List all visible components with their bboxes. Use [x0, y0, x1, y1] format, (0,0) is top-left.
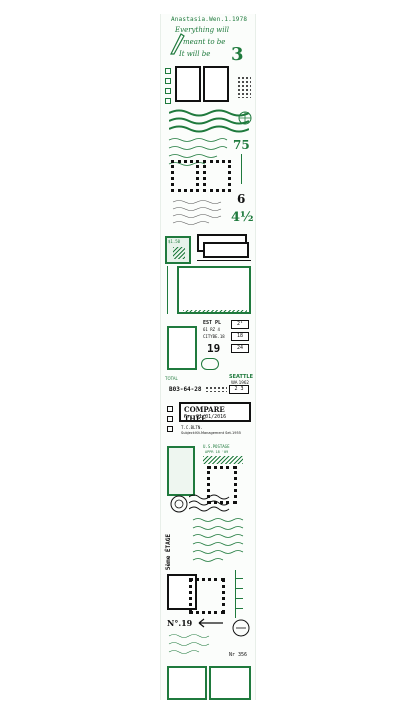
- round-stamp: [201, 358, 219, 370]
- badge-seal-icon: [232, 619, 250, 637]
- script-line-1: Everything will: [175, 26, 229, 34]
- number-19: 19: [207, 342, 221, 355]
- compare-date: Fr. 01/01/2016: [184, 414, 227, 420]
- card-est-pl: EST PL: [203, 320, 222, 326]
- overlap-frame: [203, 242, 249, 258]
- wavy-postmark-lines: [169, 109, 249, 133]
- green-photo-frame: [167, 326, 197, 370]
- checkbox-square: [167, 406, 173, 412]
- washi-tape-strip: Anastasia.Wen.1.1978 Everything will mea…: [160, 14, 256, 700]
- perforated-stamp: [203, 160, 231, 192]
- number-four-half: 4½: [231, 210, 254, 225]
- number-75: 75: [233, 138, 250, 152]
- label-tcbtn: T.C.BLTN.: [181, 425, 203, 430]
- scale-tick: [235, 578, 243, 579]
- handwritten-footer: [168, 634, 210, 654]
- envelope-border: [183, 310, 247, 313]
- label-number-ending: N°.19: [167, 618, 193, 628]
- globe-icon: [238, 111, 252, 125]
- label-nr: Nr 356: [229, 652, 248, 658]
- scale-tick: [235, 608, 243, 609]
- vertical-text-rule: [241, 154, 242, 184]
- header-title: Anastasia.Wen.1.1978: [171, 16, 248, 23]
- script-line-3: It will be: [179, 50, 211, 58]
- ticket-code: B03-64-28: [169, 386, 202, 393]
- card-seattle: SEATTLE: [229, 374, 254, 380]
- green-stamp-large: [167, 446, 195, 496]
- grid-cell: 2¹: [231, 320, 249, 329]
- pen-nib-icon: [170, 33, 185, 55]
- checkbox-square: [165, 78, 171, 84]
- label-postage: U.S.POSTAGE: [203, 444, 230, 449]
- big-number-3: 3: [231, 44, 244, 65]
- card-code: 61 RZ 4: [203, 327, 220, 332]
- card-city: CITYBE.18: [203, 334, 225, 339]
- ticket-cell: 2 3: [229, 385, 249, 394]
- grid-cell: 24: [231, 344, 249, 353]
- checkbox-square: [167, 426, 173, 432]
- divider: [197, 260, 251, 261]
- handwritten-letter: [192, 518, 244, 562]
- number-6: 6: [237, 192, 246, 206]
- card-total: TOTAL: [165, 376, 178, 381]
- stamp-price: $1.50: [168, 239, 181, 244]
- checkbox-square: [165, 98, 171, 104]
- compare-title: COMPARE THEE: [184, 405, 225, 423]
- envelope: [177, 266, 251, 314]
- card-seattle-sub: WA 1962: [231, 380, 249, 385]
- scale-rule: [235, 570, 236, 618]
- handwritten-note: [168, 138, 228, 166]
- script-line-2: meant to be: [183, 38, 226, 46]
- perforated-stamp: [207, 466, 237, 504]
- green-frame-bottom-left: [167, 666, 207, 700]
- scale-tick: [235, 588, 243, 589]
- arrow-left-icon: [198, 618, 223, 628]
- frame-right: [203, 66, 229, 102]
- checkbox-square: [165, 68, 171, 74]
- perforated-stamp: [189, 578, 225, 614]
- scale-tick: [235, 598, 243, 599]
- grid-cell: 18: [231, 332, 249, 341]
- postmark-circle-icon: [170, 495, 188, 513]
- frame-left: [175, 66, 201, 102]
- perforated-stamp: [171, 160, 199, 192]
- postage-band: [203, 456, 243, 464]
- dot-grid: [237, 76, 251, 98]
- ticket-dots: [205, 386, 227, 392]
- green-frame-bottom-right: [209, 666, 251, 700]
- vertical-rule: [167, 266, 168, 314]
- label-subject: Subject:Kit.Management Set.1955: [181, 431, 241, 435]
- stamp-pattern: [173, 247, 185, 259]
- checkbox-square: [167, 416, 173, 422]
- checkbox-square: [165, 88, 171, 94]
- green-price-stamp: $1.50: [165, 236, 191, 264]
- label-etage: 5ème ÉTAGE: [165, 534, 172, 571]
- compare-box: COMPARE THEE Fr. 01/01/2016: [179, 402, 251, 423]
- label-postage-sub: APPR 18 '09: [205, 450, 229, 454]
- handwritten-note: [172, 200, 222, 225]
- wavy-cancel-lines: [189, 494, 230, 512]
